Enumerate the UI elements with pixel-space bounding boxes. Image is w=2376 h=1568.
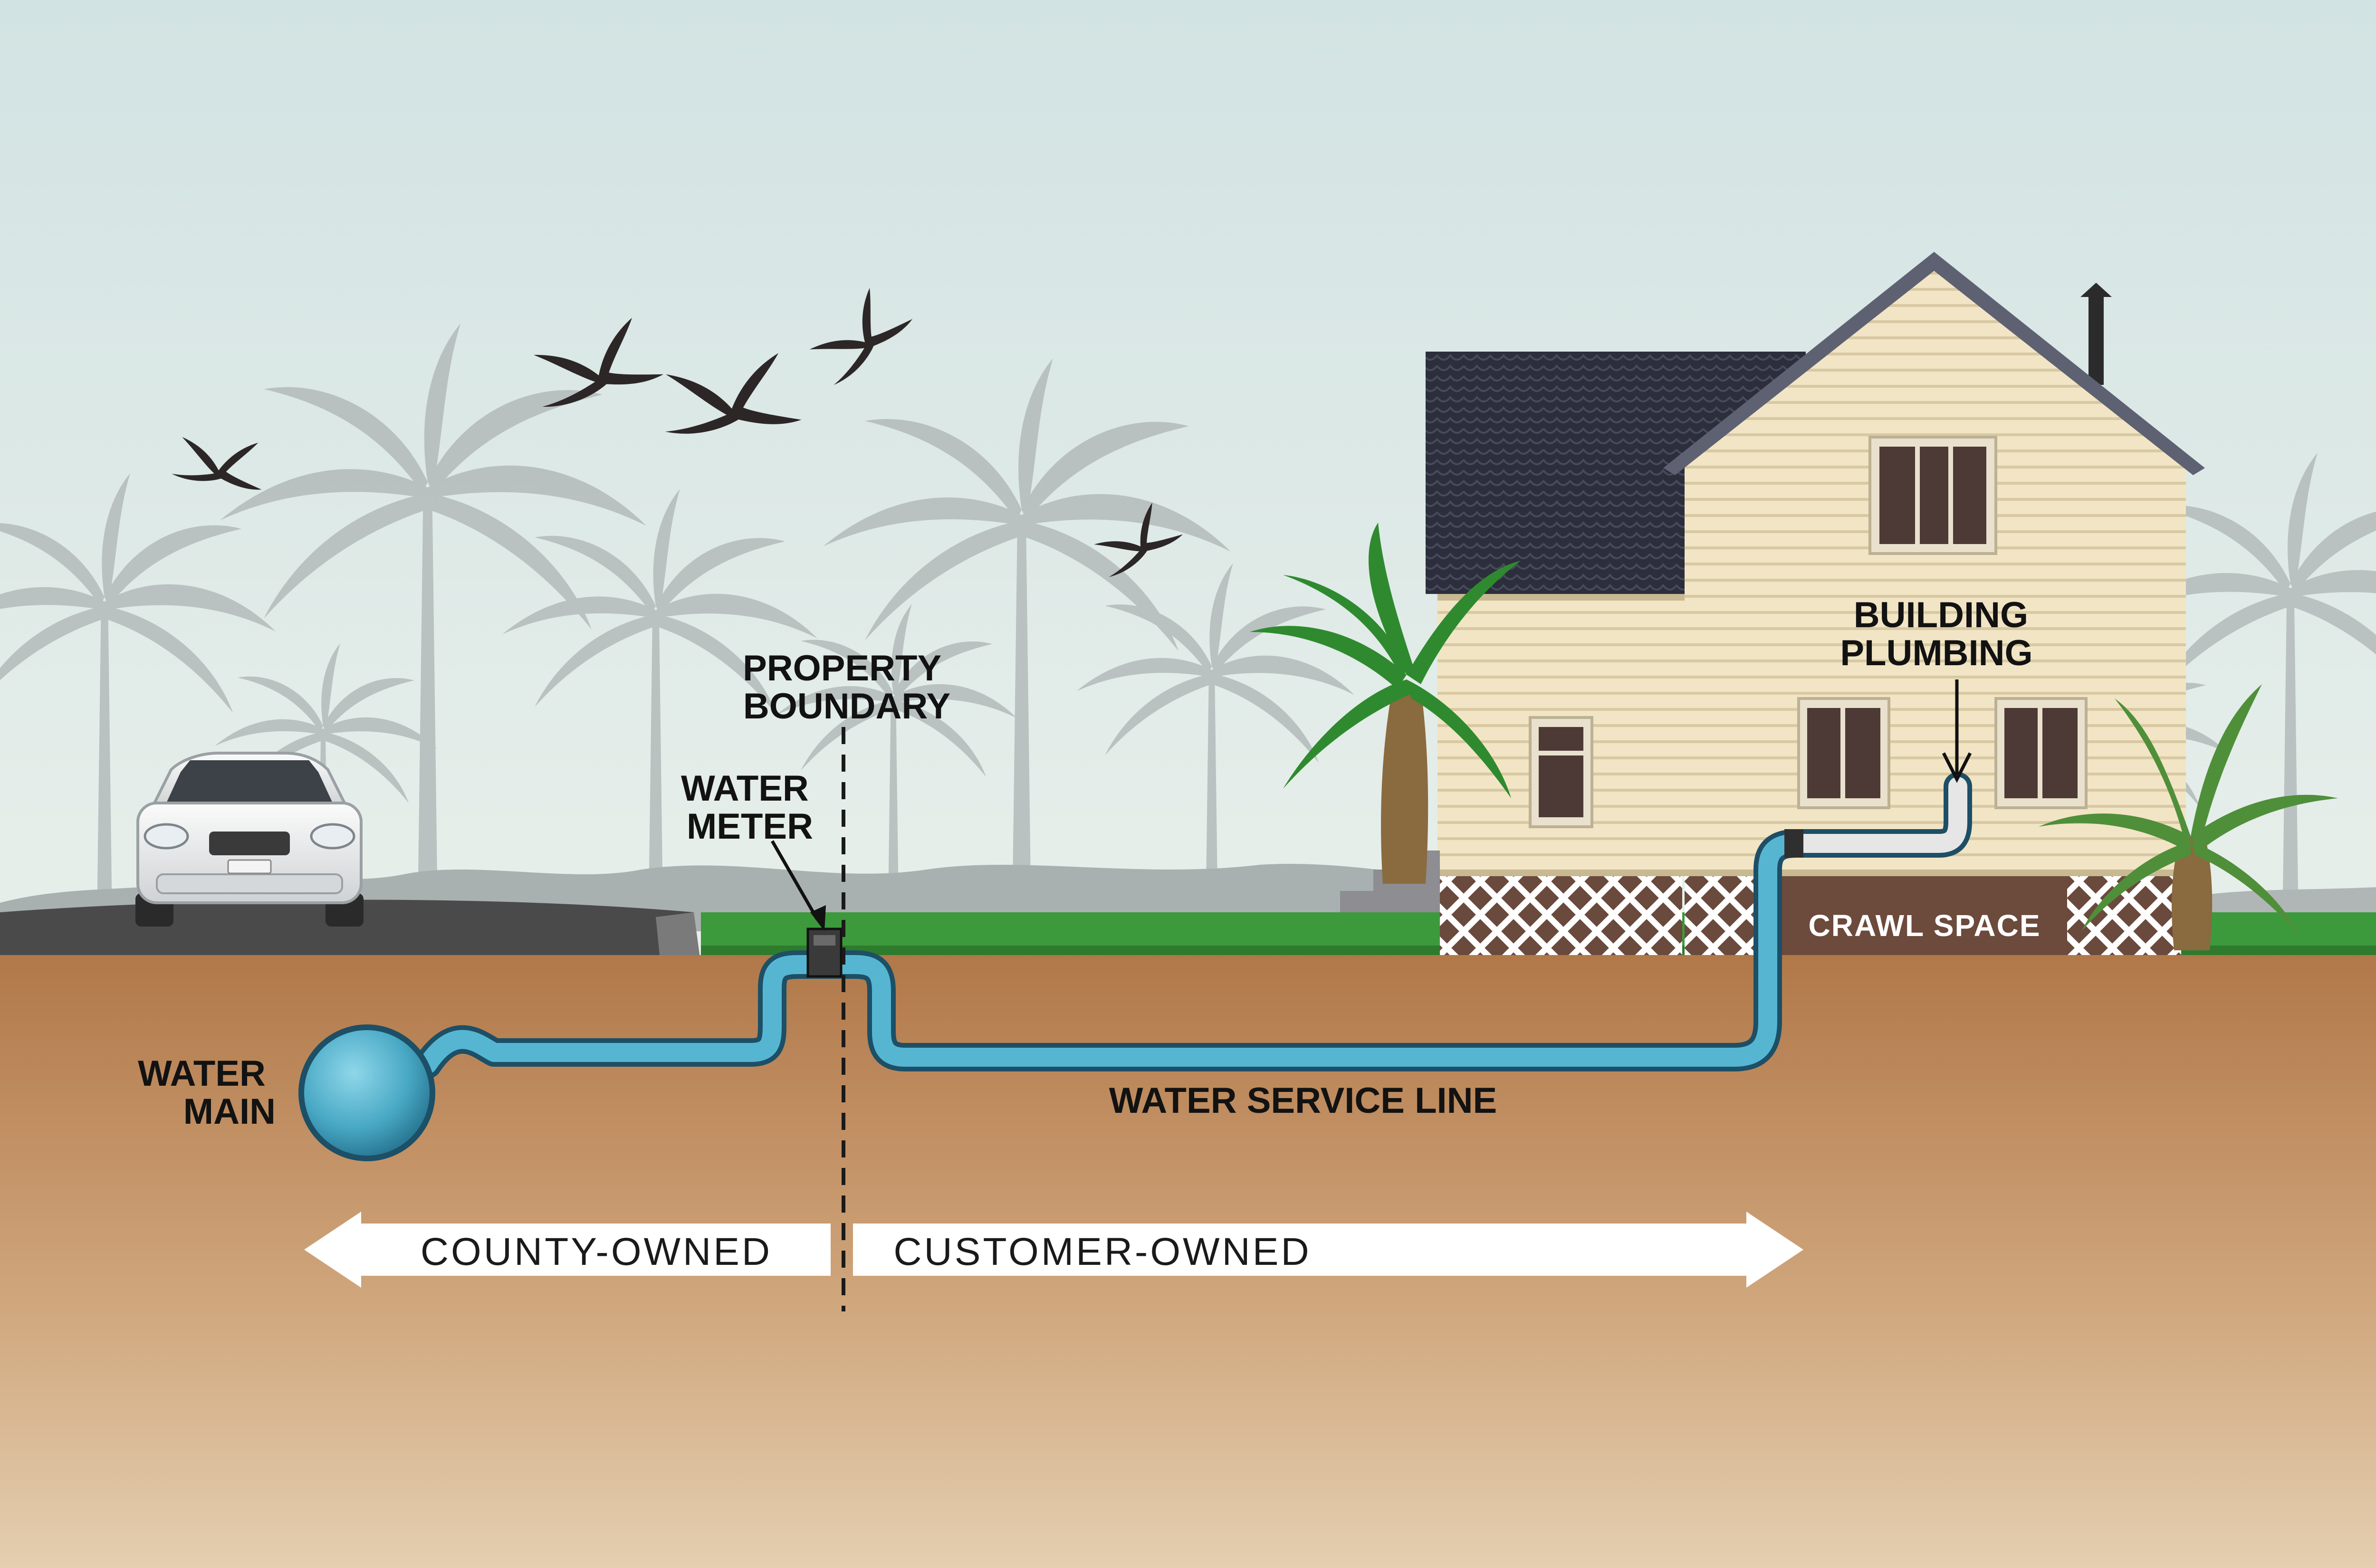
house [1340,252,2205,955]
county-owned-label: COUNTY-OWNED [421,1230,772,1273]
window-lower-left [1797,697,1890,809]
window-left-wing [1529,716,1593,828]
palm-tree-right [2039,684,2338,950]
window-upper [1868,436,1997,555]
water-meter-label: WATER METER [681,768,819,847]
water-meter-arrow [770,840,819,920]
building-plumbing-fitting [1784,829,1803,858]
crawl-space [1758,874,2067,955]
water-main-pipe [298,1024,435,1161]
curb [656,912,701,965]
water-main-label: WATER MAIN [138,1053,276,1132]
water-service-line-label: WATER SERVICE LINE [1109,1080,1497,1121]
lattice-left [1440,874,1682,955]
lattice-middle [1685,874,1758,955]
window-lower-right [1994,697,2088,809]
county-owned-arrow[interactable] [304,1212,831,1288]
car [135,752,364,927]
water-meter [806,927,843,978]
customer-owned-arrow[interactable] [853,1212,1803,1288]
customer-owned-label: CUSTOMER-OWNED [893,1230,1311,1273]
building-plumbing-label: BUILDING PLUMBING [1840,595,2038,673]
property-boundary-label: PROPERTY BOUNDARY [743,648,951,727]
crawl-space-label: CRAWL SPACE [1809,908,2041,943]
palm-tree-left [1250,523,1521,884]
water-service-pipe [413,772,1972,1079]
